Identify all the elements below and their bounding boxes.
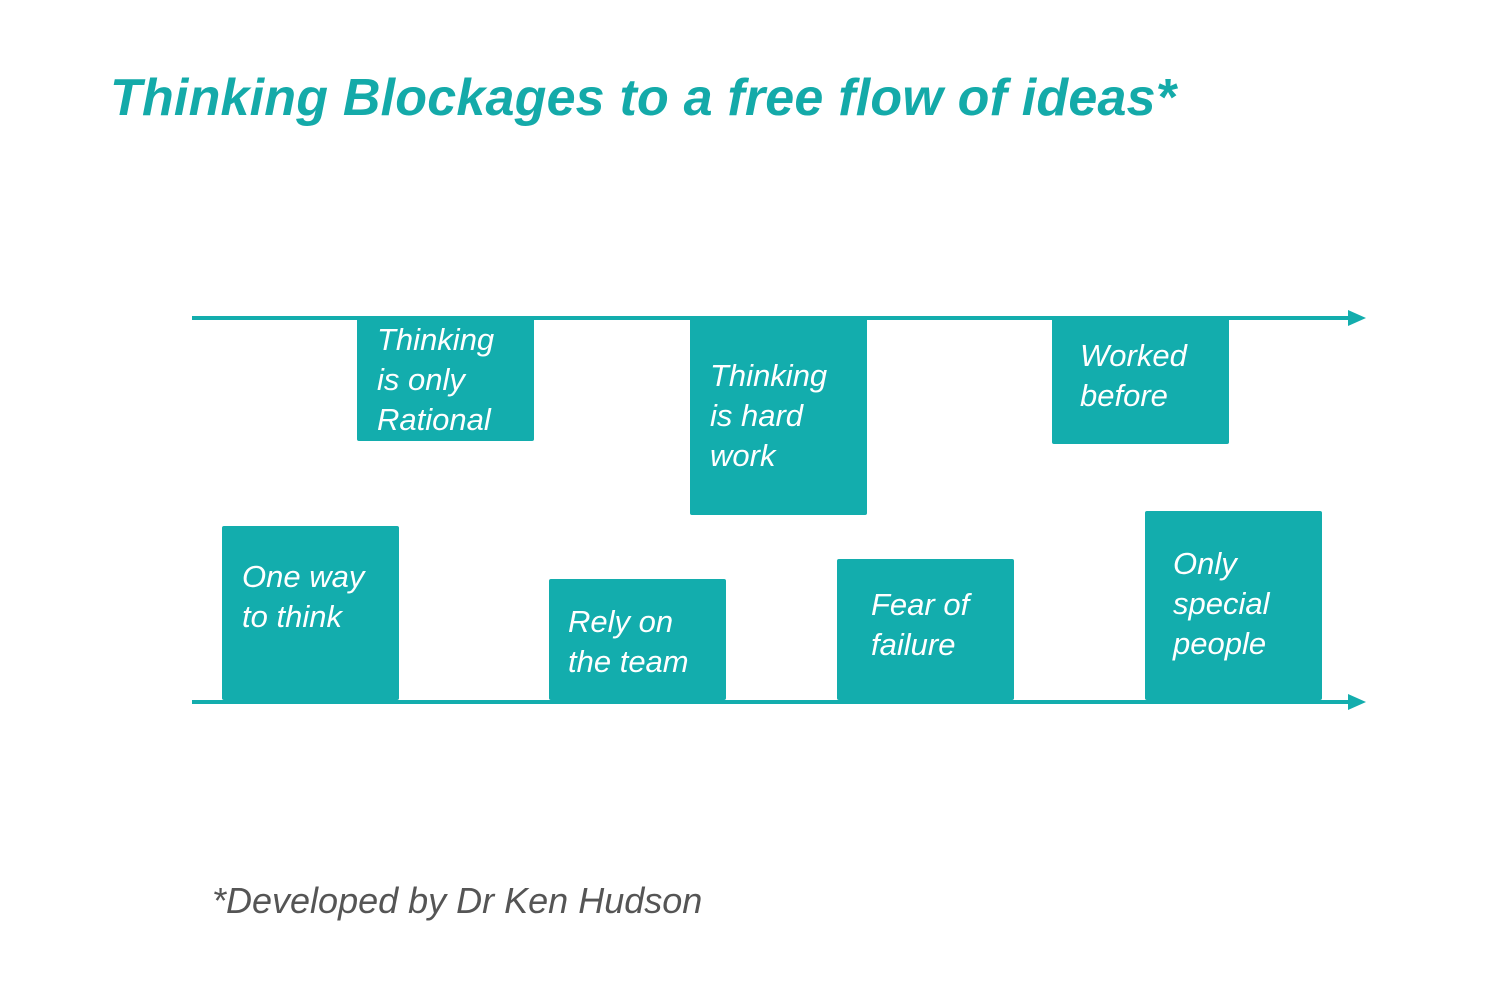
- blockage-box-worked-before: Worked before: [1052, 318, 1229, 444]
- blockage-label: Only special people: [1173, 546, 1270, 661]
- blockage-label: Thinking is only Rational: [377, 322, 495, 437]
- blockage-box-thinking-is-only-rational: Thinking is only Rational: [357, 318, 534, 441]
- blockage-box-fear-of-failure: Fear of failure: [837, 559, 1014, 700]
- blockage-label: One way to think: [242, 559, 365, 634]
- blockage-label: Fear of failure: [871, 587, 970, 662]
- page-title: Thinking Blockages to a free flow of ide…: [110, 69, 1177, 127]
- blockage-label: Thinking is hard work: [710, 358, 828, 473]
- blockage-box-thinking-is-hard-work: Thinking is hard work: [690, 318, 867, 515]
- blockage-label: Worked before: [1080, 338, 1187, 413]
- footnote-credit: *Developed by Dr Ken Hudson: [212, 880, 703, 921]
- blockage-box-one-way-to-think: One way to think: [222, 526, 399, 700]
- blockage-box-rely-on-the-team: Rely on the team: [549, 579, 726, 700]
- blockage-label: Rely on the team: [568, 604, 689, 679]
- blockage-box-only-special-people: Only special people: [1145, 511, 1322, 700]
- bottom-flow-arrow: [192, 694, 1366, 710]
